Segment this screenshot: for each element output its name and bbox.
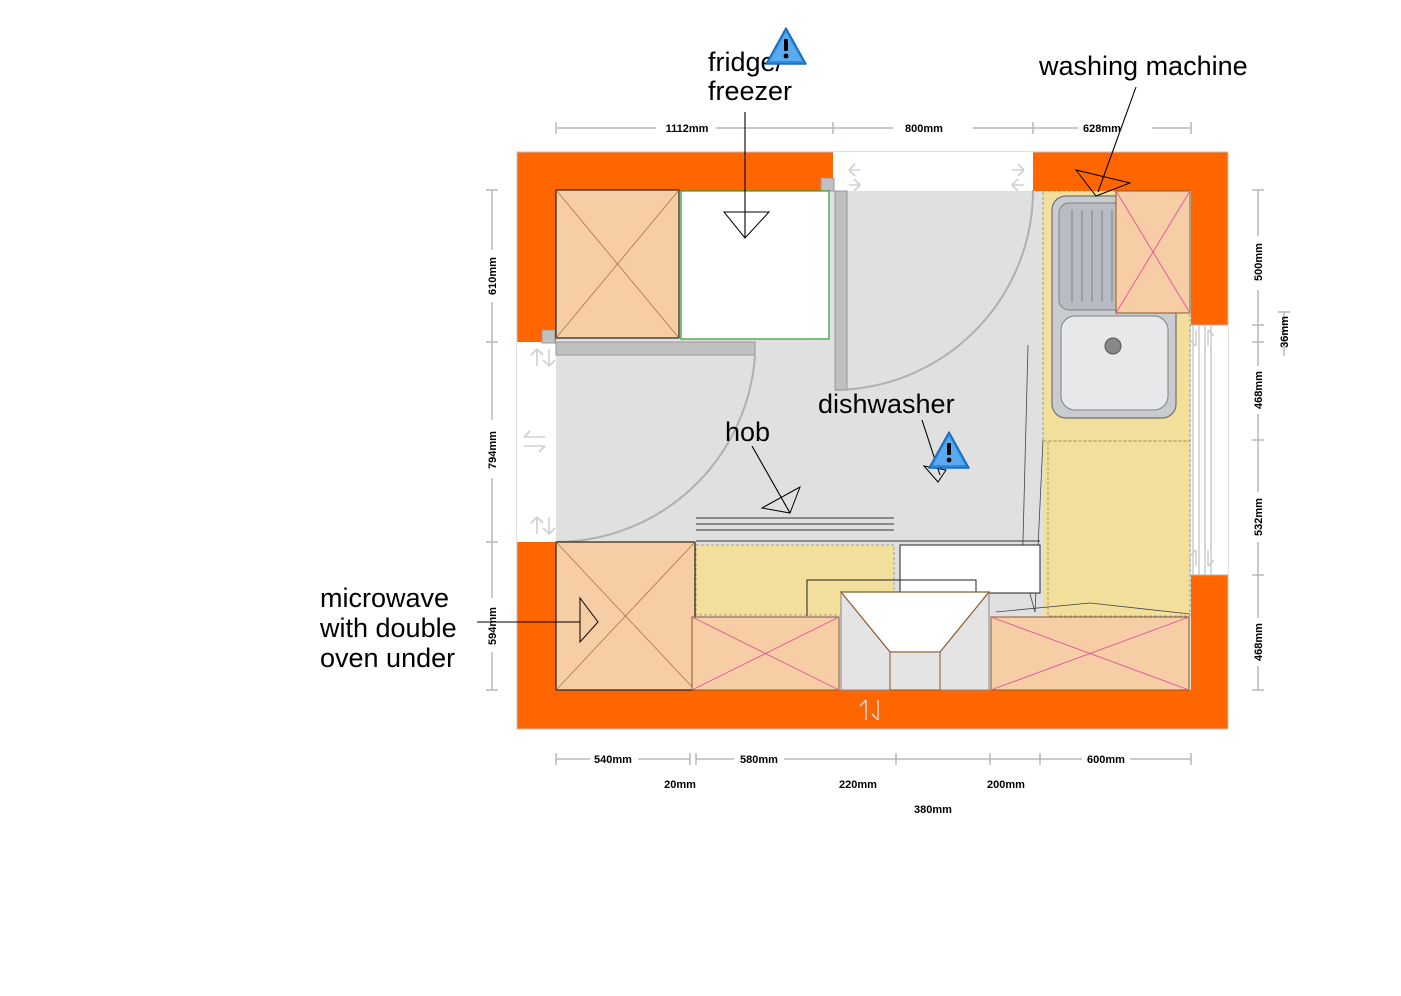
dim-bottom-6: 200mm [987, 779, 1025, 791]
fridge-freezer [680, 190, 830, 340]
dim-left-3: 594mm [487, 607, 499, 645]
dim-bottom-5: 220mm [839, 779, 877, 791]
dim-top-2: 800mm [905, 123, 943, 135]
microwave-oven-unit [555, 541, 696, 691]
dimension-bottom: 540mm 580mm 600mm 20mm 220mm 200mm 380mm [555, 753, 1192, 816]
dim-right-1: 500mm [1253, 243, 1265, 281]
label-microwave-1: microwave [320, 583, 449, 613]
warning-icon[interactable] [928, 431, 970, 469]
warning-icon[interactable] [765, 27, 807, 65]
hob [696, 517, 1040, 542]
dim-bottom-4: 20mm [664, 779, 696, 791]
door-arrows [523, 163, 1215, 721]
dim-right-2: 36mm [1279, 316, 1291, 348]
base-unit-bottom-left [691, 616, 840, 691]
hood-outline [806, 579, 977, 616]
dim-bottom-1: 540mm [594, 754, 632, 766]
dim-left-1: 610mm [487, 257, 499, 295]
dim-bottom-7: 380mm [914, 804, 952, 816]
label-hob: hob [725, 417, 770, 447]
tall-unit-top-left [555, 189, 680, 339]
dim-bottom-3: 600mm [1087, 754, 1125, 766]
dim-top-3: 628mm [1083, 123, 1121, 135]
door-openings [517, 152, 1228, 575]
door-swing-arcs [555, 189, 1034, 543]
dimension-left: 610mm 794mm 594mm [486, 189, 499, 691]
dim-right-3: 468mm [1253, 371, 1265, 409]
dimension-right: 500mm 36mm 468mm 532mm 468mm [1252, 189, 1291, 691]
fridge-freezer-pointer [722, 211, 771, 239]
dimension-top: 1112mm 800mm 628mm [555, 122, 1192, 135]
dim-right-5: 468mm [1253, 623, 1265, 661]
dim-top-1: 1112mm [666, 123, 709, 135]
label-fridge-2: freezer [708, 76, 792, 106]
dim-right-4: 532mm [1253, 498, 1265, 536]
corner-unit-bottom [839, 591, 991, 691]
label-microwave-3: oven under [320, 643, 455, 673]
base-unit-bottom-right [990, 616, 1190, 691]
doors [541, 177, 848, 391]
label-washing-machine: washing machine [1038, 51, 1248, 81]
washing-machine [1115, 190, 1191, 314]
label-microwave-2: with double [319, 613, 457, 643]
dim-left-2: 794mm [487, 431, 499, 469]
window-right [1190, 324, 1228, 576]
dim-bottom-2: 580mm [740, 754, 778, 766]
microwave-pointer [579, 596, 599, 644]
washing-machine-pointer [1074, 169, 1132, 197]
label-dishwasher: dishwasher [818, 389, 955, 419]
